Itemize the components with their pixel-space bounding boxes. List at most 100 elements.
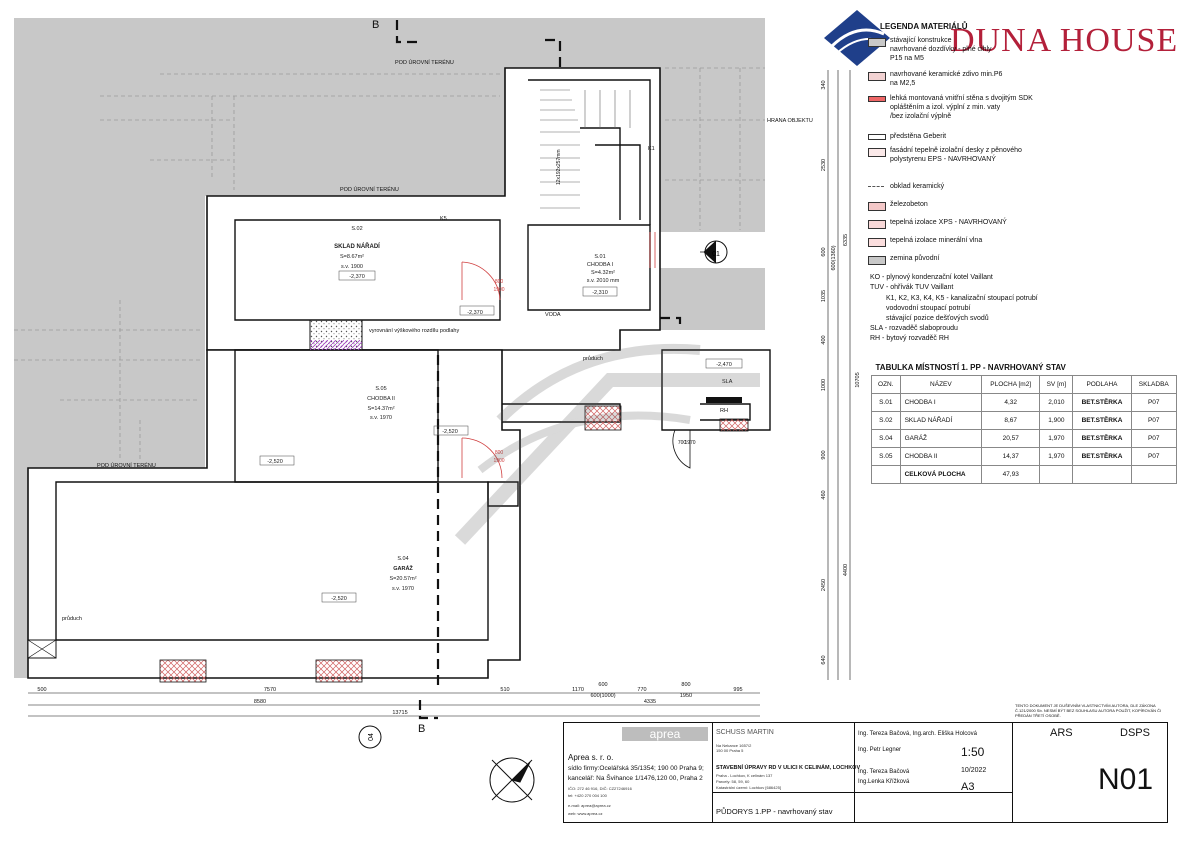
dim-r11: 600(1360) (831, 245, 837, 270)
room-s05-area: S=14.37m² (367, 406, 394, 412)
room-s02-id: S.02 (351, 226, 362, 232)
total-value: 47,93 (981, 465, 1041, 484)
legend-text: lehká montovaná vnitřní stěna s dvojitým… (890, 95, 1033, 120)
legend-text: stávající konstrukce navrhované dozdívky… (890, 37, 992, 62)
legend-text: tepelná izolace XPS - NAVRHOVANÝ (890, 219, 1007, 226)
legend-item: stávající konstrukce navrhované dozdívky… (868, 36, 1068, 62)
room-s04-area: S=20.57m² (389, 576, 416, 582)
door-swing-tech (672, 429, 691, 469)
col-header: SKLADBA (1130, 375, 1178, 394)
rh-label: RH (720, 408, 728, 414)
section-mark-b-bottom: B (418, 723, 425, 735)
room-s05-id: S.05 (375, 386, 386, 392)
dim-r-total: 10705 (855, 372, 861, 387)
room-s04-id: S.04 (397, 556, 408, 562)
cell: 2,010 (1039, 393, 1074, 412)
room-garaz-outline (55, 481, 489, 641)
dimensions-right (827, 70, 851, 680)
cell: 4,32 (981, 393, 1041, 412)
divider (854, 723, 855, 822)
col-header: SV [m] (1039, 375, 1074, 394)
project-cadastre: Katastrální území: Lochkov [686425] (716, 785, 781, 790)
north-arrow-icon (489, 757, 535, 803)
cell: 8,67 (981, 411, 1041, 430)
col-header: OZN. (871, 375, 901, 394)
company-email: e-mail: aprea@aprea.cz (568, 803, 611, 808)
stair-inner (580, 127, 641, 220)
legend-item: předstěna Geberit (868, 132, 1068, 154)
table-row: S.01 CHODBA I 4,32 2,010 BET.STĚRKA P07 (871, 393, 1178, 412)
legend-item: obklad keramický (868, 182, 1068, 204)
cell (1039, 465, 1074, 484)
section-04-label: 04 (368, 733, 375, 741)
cell: S.02 (871, 411, 901, 430)
project-place: Praha - Lochkov, K celinám 137 (716, 773, 773, 778)
dim-b3: 510 (500, 687, 509, 693)
legend-swatch (868, 96, 886, 102)
cell (1130, 465, 1178, 484)
room-s04-height: s.v. 1970 (392, 586, 414, 592)
company-web: web: www.aprea.cz (568, 811, 603, 816)
room-s02-area: S=8.67m² (340, 254, 364, 260)
cell: 1,970 (1039, 447, 1074, 466)
company-address: sídlo firmy:Ocelářská 35/1354; 190 00 Pr… (568, 765, 704, 772)
legend-item: fasádní tepelně izolační desky z pěnovéh… (868, 146, 1068, 168)
table-row: S.04 GARÁŽ 20,57 1,970 BET.STĚRKA P07 (871, 429, 1178, 448)
abbreviation: KO - plynový kondenzační kotel Vaillant (870, 274, 993, 281)
company-office: kancelář: Na Švihance 1/1476,120 00, Pra… (568, 775, 703, 782)
drawing-number: N01 (1098, 763, 1154, 796)
room-s05-name: CHODBA II (367, 396, 395, 402)
dim-r4: 1035 (821, 290, 827, 302)
door3-w: 700 (678, 440, 687, 446)
terrain-label-3: POD ÚROVNÍ TERÉNU (97, 462, 156, 469)
terrain-label-2: POD ÚROVNÍ TERÉNU (395, 59, 454, 66)
abbreviation: K1, K2, K3, K4, K5 - kanalizační stoupac… (886, 295, 1038, 302)
room-s04-name: GARÁŽ (393, 564, 413, 572)
door-swings (461, 232, 656, 479)
room-s04-level: -2,520 (331, 596, 347, 602)
section-mark-b-top: B (372, 19, 379, 31)
cell: SKLAD NÁŘADÍ (899, 411, 983, 430)
stack-label-k1: K1 (648, 146, 655, 152)
room-s05-level: -2,520 (442, 429, 458, 435)
part-code: ARS (1050, 727, 1073, 739)
cell: S.04 (871, 429, 901, 448)
section-marker-04: 04 (358, 725, 382, 749)
client-name: SCHUSS MARTIN (716, 729, 774, 736)
legend-item: železobeton (868, 200, 1068, 222)
total-label: CELKOVÁ PLOCHA (899, 465, 983, 484)
divider (1012, 723, 1013, 822)
room-chodba1-outline (527, 224, 651, 311)
legend-text: předstěna Geberit (890, 133, 947, 140)
level-tech: -2,470 (716, 362, 732, 368)
legend-item: navrhované keramické zdivo min.P6 na M2,… (868, 70, 1068, 92)
legend-swatch (868, 148, 886, 157)
room-s02-height: s.v. 1900 (341, 264, 363, 270)
room-s01-height: s.v. 2010 mm (587, 278, 620, 284)
dim-b12: 4335 (644, 699, 656, 705)
abbreviation: vodovodní stoupací potrubí (886, 305, 971, 312)
company-name: Aprea s. r. o. (568, 753, 614, 762)
legend-item: lehká montovaná vnitřní stěna s dvojitým… (868, 94, 1068, 120)
abbreviation: TUV - ohřívák TUV Vaillant (870, 284, 954, 291)
room-sklad-outline (234, 219, 501, 321)
room-s01-level: -2,310 (592, 290, 608, 296)
room-s02-name: SKLAD NÁŘADÍ (334, 242, 380, 250)
col-header: NÁZEV (899, 375, 983, 394)
terrain-area-left (14, 18, 765, 468)
col-header: PLOCHA [m2] (981, 375, 1041, 394)
dim-b4: 1170 (572, 687, 584, 693)
dim-r9: 2450 (821, 579, 827, 591)
rc-block-4 (719, 418, 749, 432)
cell (871, 465, 901, 484)
dim-b5: 600 (598, 682, 607, 688)
dim-b7: 800 (681, 682, 690, 688)
cell: 1,970 (1039, 429, 1074, 448)
dimensions-bottom (28, 692, 760, 717)
brand-emblem-icon (824, 10, 890, 66)
tech-room (661, 349, 771, 431)
cell: BET.STĚRKA (1072, 411, 1132, 430)
cell (1072, 465, 1132, 484)
passage-label-2: průduch (62, 615, 82, 622)
table-row: S.05 CHODBA II 14,37 1,970 BET.STĚRKA P0… (871, 447, 1178, 466)
